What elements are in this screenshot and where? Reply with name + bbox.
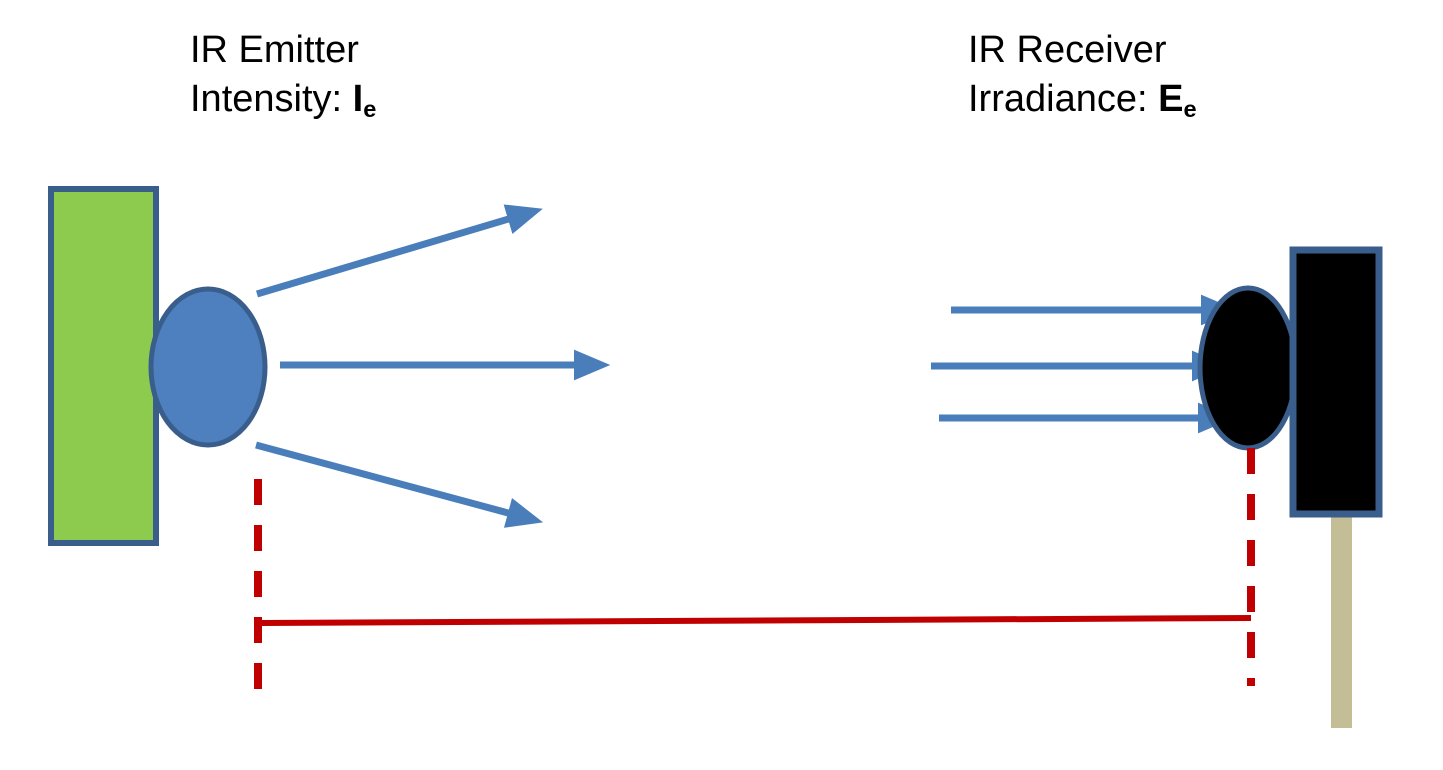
receiver-quantity-text: Irradiance: [968,77,1159,120]
emitter-symbol: Ie [352,77,377,123]
receiver-symbol-subscript: e [1183,96,1197,123]
receiver-body [1289,246,1383,518]
emitter-quantity: Intensity: Ie [190,75,376,124]
emitter-symbol-subscript: e [363,96,377,123]
emitter-quantity-text: Intensity: [190,77,353,120]
emitter-lens-dome [148,286,268,448]
receiver-label: IR Receiver Irradiance: Ee [968,26,1197,123]
emitter-symbol-base: I [352,77,364,120]
emitter-title: IR Emitter [190,29,359,71]
receiver-cable [1331,516,1352,728]
ray-up [256,204,543,298]
receiver-title: IR Receiver [968,29,1167,71]
emitter-label: IR Emitter Intensity: Ie [190,26,376,123]
receiver-symbol-base: E [1158,77,1184,120]
receiver-quantity: Irradiance: Ee [968,75,1197,124]
emitter-pcb [48,186,159,546]
receiver-symbol: Ee [1158,77,1197,123]
receiver-lens-dome [1197,285,1299,451]
ray-down [255,441,544,528]
distance-span-line [261,615,1252,626]
